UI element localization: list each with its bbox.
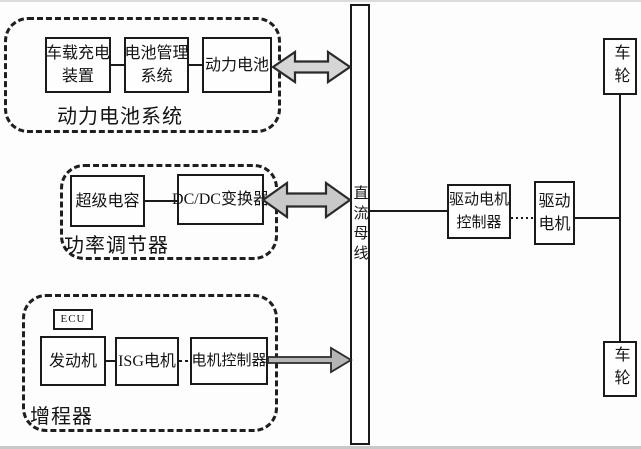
box-isg-motor: ISG电机 bbox=[115, 337, 179, 386]
wheel-bottom-label: 车轮 bbox=[611, 346, 629, 392]
box-engine: 发动机 bbox=[40, 336, 106, 386]
box-dcdc-converter: DC/DC变换器 bbox=[172, 174, 269, 225]
box-onboard-charger: 车载充电 装置 bbox=[45, 37, 111, 93]
motor-controller-label: 电机控制器 bbox=[191, 352, 267, 369]
power-regulator-group-label: 功率调节器 bbox=[64, 235, 169, 257]
arrow-right-icon-rangeextender-bus bbox=[267, 346, 353, 374]
box-motor-controller: 电机控制器 bbox=[190, 337, 268, 385]
drive-motor-controller-label-line1: 驱动电机 bbox=[449, 191, 510, 208]
battery-system-group-label: 动力电池系统 bbox=[57, 106, 183, 128]
supercapacitor-label: 超级电容 bbox=[75, 192, 140, 210]
box-wheel-top: 车轮 bbox=[603, 38, 637, 95]
engine-label: 发动机 bbox=[48, 352, 97, 370]
box-wheel-bottom: 车轮 bbox=[603, 341, 637, 397]
wheel-top-label: 车轮 bbox=[611, 43, 629, 90]
drive-motor-controller-label-line2: 控制器 bbox=[456, 214, 502, 231]
box-power-battery: 动力电池 bbox=[202, 37, 272, 93]
dc-bus-bar: 直流母线 bbox=[350, 4, 370, 445]
power-battery-label: 动力电池 bbox=[204, 56, 269, 74]
ecu-label: ECU bbox=[60, 313, 86, 325]
dcdc-converter-label: DC/DC变换器 bbox=[172, 191, 269, 208]
box-drive-motor-controller: 驱动电机 控制器 bbox=[447, 184, 511, 239]
scan-edge-bottom bbox=[0, 446, 641, 449]
scan-edge-top bbox=[0, 0, 641, 2]
onboard-charger-label-line2: 装置 bbox=[61, 68, 94, 85]
box-drive-motor: 驱动 电机 bbox=[534, 181, 575, 245]
drive-motor-label-line1: 驱动 bbox=[538, 193, 571, 210]
bms-label-line2: 系统 bbox=[140, 68, 173, 85]
range-extender-group-label: 增程器 bbox=[30, 406, 93, 428]
box-supercapacitor: 超级电容 bbox=[70, 175, 145, 227]
onboard-charger-label-line1: 车载充电 bbox=[46, 45, 111, 62]
dc-bus-label: 直流母线 bbox=[351, 184, 368, 265]
bidirectional-arrow-icon-battery-bus bbox=[271, 49, 352, 85]
bms-label-line1: 电池管理 bbox=[124, 45, 189, 62]
drive-motor-label-line2: 电机 bbox=[538, 216, 571, 233]
box-ecu: ECU bbox=[53, 309, 93, 330]
box-battery-management-system: 电池管理 系统 bbox=[124, 37, 189, 93]
isg-motor-label: ISG电机 bbox=[118, 353, 176, 370]
